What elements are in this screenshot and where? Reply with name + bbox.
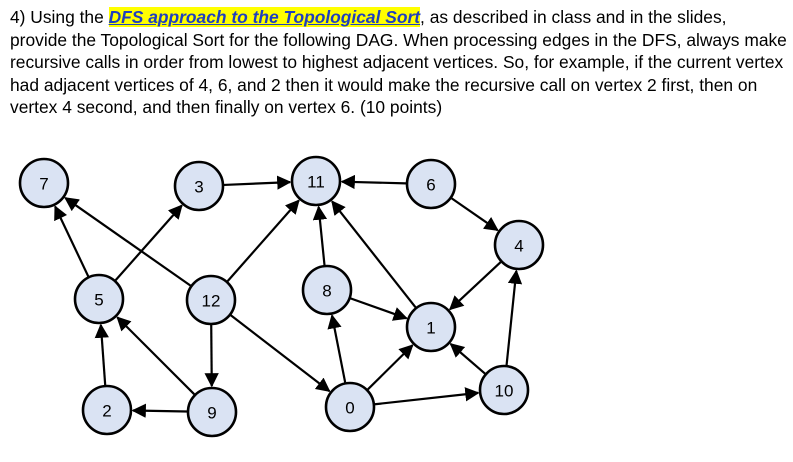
node-label: 7 bbox=[39, 175, 48, 194]
node-11: 11 bbox=[290, 155, 342, 207]
edge-8-to-1 bbox=[350, 297, 408, 321]
node-label: 1 bbox=[426, 319, 435, 338]
node-label: 2 bbox=[102, 402, 111, 421]
edge-4-to-1 bbox=[448, 261, 502, 311]
edge-10-to-1 bbox=[449, 343, 486, 375]
node-label: 12 bbox=[202, 292, 221, 311]
node-circle bbox=[185, 274, 237, 326]
node-circle bbox=[73, 273, 125, 325]
node-circle bbox=[18, 157, 70, 209]
node-circle bbox=[186, 386, 238, 438]
node-label: 3 bbox=[194, 178, 203, 197]
node-2: 2 bbox=[81, 384, 133, 436]
edge-8-to-11 bbox=[312, 205, 328, 266]
node-label: 11 bbox=[307, 173, 325, 192]
question-highlight: DFS approach to the Topological Sort bbox=[108, 7, 421, 27]
node-label: 8 bbox=[322, 282, 331, 301]
node-label: 9 bbox=[207, 404, 216, 423]
edge-12-to-11 bbox=[226, 199, 300, 282]
edge-12-to-0 bbox=[230, 314, 331, 393]
edge-6-to-4 bbox=[450, 197, 499, 232]
node-circle bbox=[324, 381, 376, 433]
edge-12-to-9 bbox=[204, 324, 219, 388]
node-circle bbox=[81, 384, 133, 436]
node-8: 8 bbox=[301, 264, 353, 316]
edge-9-to-2 bbox=[131, 403, 188, 418]
question-prefix: 4) Using the bbox=[10, 7, 109, 27]
edge-12-to-7 bbox=[64, 197, 192, 287]
node-label: 6 bbox=[426, 176, 435, 195]
node-1: 1 bbox=[405, 301, 457, 353]
edge-1-to-11 bbox=[331, 200, 417, 309]
edge-2-to-5 bbox=[94, 323, 109, 386]
edge-9-to-5 bbox=[116, 316, 196, 396]
node-circle bbox=[405, 301, 457, 353]
node-circle bbox=[405, 158, 457, 210]
edge-0-to-8 bbox=[327, 314, 347, 383]
edge-3-to-11 bbox=[223, 175, 292, 190]
node-7: 7 bbox=[18, 157, 70, 209]
node-circle bbox=[301, 264, 353, 316]
node-5: 5 bbox=[73, 273, 125, 325]
question-text: 4) Using the DFS approach to the Topolog… bbox=[10, 6, 788, 119]
node-label: 5 bbox=[94, 291, 103, 310]
edge-6-to-11 bbox=[340, 174, 407, 190]
question-body: , as described in class and in the slide… bbox=[10, 7, 787, 118]
edge-0-to-10 bbox=[374, 387, 480, 406]
node-12: 12 bbox=[185, 274, 237, 326]
node-10: 10 bbox=[478, 364, 530, 416]
node-circle bbox=[493, 219, 545, 271]
node-label: 4 bbox=[514, 237, 523, 256]
node-9: 9 bbox=[186, 386, 238, 438]
node-circle bbox=[478, 364, 530, 416]
node-label: 10 bbox=[495, 382, 514, 401]
node-6: 6 bbox=[405, 158, 457, 210]
edge-5-to-3 bbox=[114, 204, 183, 282]
edge-5-to-7 bbox=[54, 205, 90, 277]
node-circle bbox=[290, 155, 342, 207]
edge-0-to-1 bbox=[367, 344, 414, 391]
node-3: 3 bbox=[173, 160, 225, 212]
edge-10-to-4 bbox=[505, 269, 523, 366]
node-0: 0 bbox=[324, 381, 376, 433]
node-label: 0 bbox=[345, 399, 354, 418]
node-circle bbox=[173, 160, 225, 212]
node-4: 4 bbox=[493, 219, 545, 271]
